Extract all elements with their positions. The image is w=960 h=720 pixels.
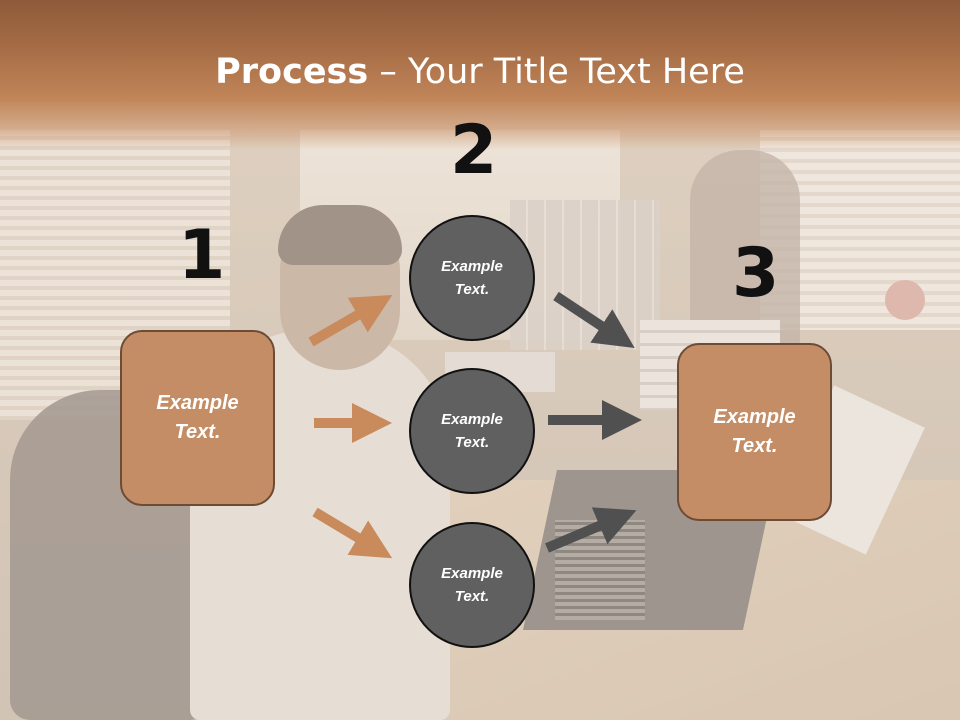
arrow-left-to-bottom	[312, 507, 393, 559]
process-box-left: Example Text.	[120, 330, 275, 506]
arrow-left-to-top	[308, 294, 393, 347]
step-number-2: 2	[450, 111, 498, 190]
circle-top-line1: Example	[441, 258, 503, 275]
circle-middle-line2: Text.	[454, 434, 490, 451]
circle-bottom-line1: Example	[441, 565, 503, 582]
step-number-3: 3	[732, 234, 780, 313]
box-left-line2: Text.	[174, 421, 221, 443]
arrow-top-to-right	[553, 291, 635, 349]
circle-middle-line1: Example	[441, 411, 503, 428]
box-right-line2: Text.	[731, 435, 778, 457]
process-circle-bottom: Example Text.	[409, 522, 535, 648]
step-number-1: 1	[178, 216, 226, 295]
title-bold: Process	[215, 52, 369, 92]
box-left-line1: Example	[156, 392, 239, 414]
slide-title: Process – Your Title Text Here	[0, 52, 960, 92]
title-bar	[0, 0, 960, 150]
process-circle-top: Example Text.	[409, 215, 535, 341]
box-right-line1: Example	[713, 406, 796, 428]
circle-top-line2: Text.	[454, 281, 490, 298]
arrow-bottom-to-right	[545, 507, 637, 553]
process-box-right: Example Text.	[677, 343, 832, 521]
circle-bottom-line2: Text.	[454, 588, 490, 605]
title-rest: – Your Title Text Here	[368, 52, 745, 92]
process-circle-middle: Example Text.	[409, 368, 535, 494]
